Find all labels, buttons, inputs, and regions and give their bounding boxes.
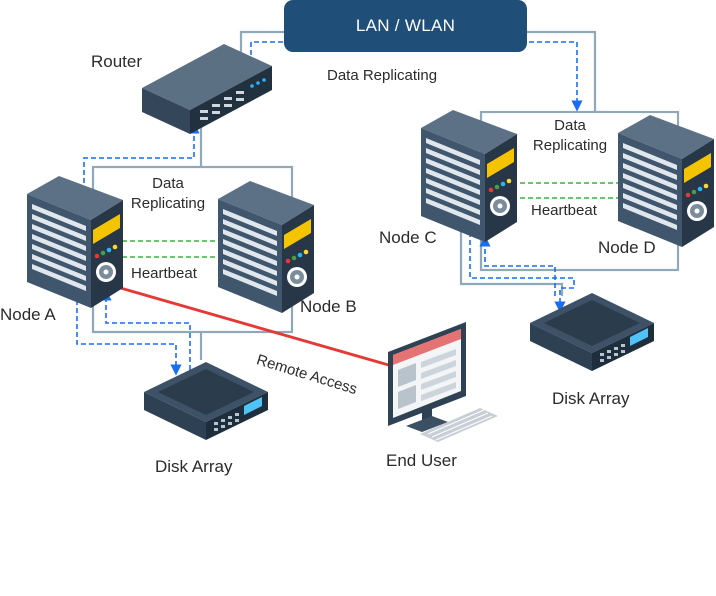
heartbeat-links	[122, 182, 620, 258]
router-icon	[142, 44, 272, 134]
node-c-server-icon	[421, 110, 517, 242]
node-a-label: Node A	[0, 305, 56, 324]
left-replicating-line1: Data	[152, 175, 184, 192]
right-heartbeat-label: Heartbeat	[531, 202, 597, 219]
left-replicating-label: Data Replicating	[116, 174, 220, 214]
left-disk-array-icon	[144, 362, 268, 440]
end-user-label: End User	[386, 451, 457, 470]
node-a-server-icon	[27, 176, 123, 308]
right-disk-array-label: Disk Array	[552, 389, 630, 408]
left-heartbeat-label: Heartbeat	[131, 265, 197, 282]
left-disk-array-label: Disk Array	[155, 457, 233, 476]
left-replicating-line2: Replicating	[130, 195, 206, 212]
end-user-computer-icon	[388, 322, 498, 442]
lan-wlan-box: LAN / WLAN	[284, 0, 527, 52]
node-c-label: Node C	[379, 228, 437, 247]
node-b-server-icon	[218, 181, 314, 313]
node-b-label: Node B	[300, 297, 357, 316]
right-replicating-line2: Replicating	[532, 137, 608, 154]
right-replicating-line1: Data	[554, 117, 586, 134]
remote-access-link	[116, 285, 393, 368]
data-replicating-top-label: Data Replicating	[327, 67, 438, 84]
router-label: Router	[91, 52, 143, 71]
right-replicating-label: Data Replicating	[518, 116, 622, 156]
node-d-server-icon	[618, 115, 714, 247]
node-d-label: Node D	[598, 238, 656, 257]
right-disk-array-icon	[530, 293, 654, 371]
